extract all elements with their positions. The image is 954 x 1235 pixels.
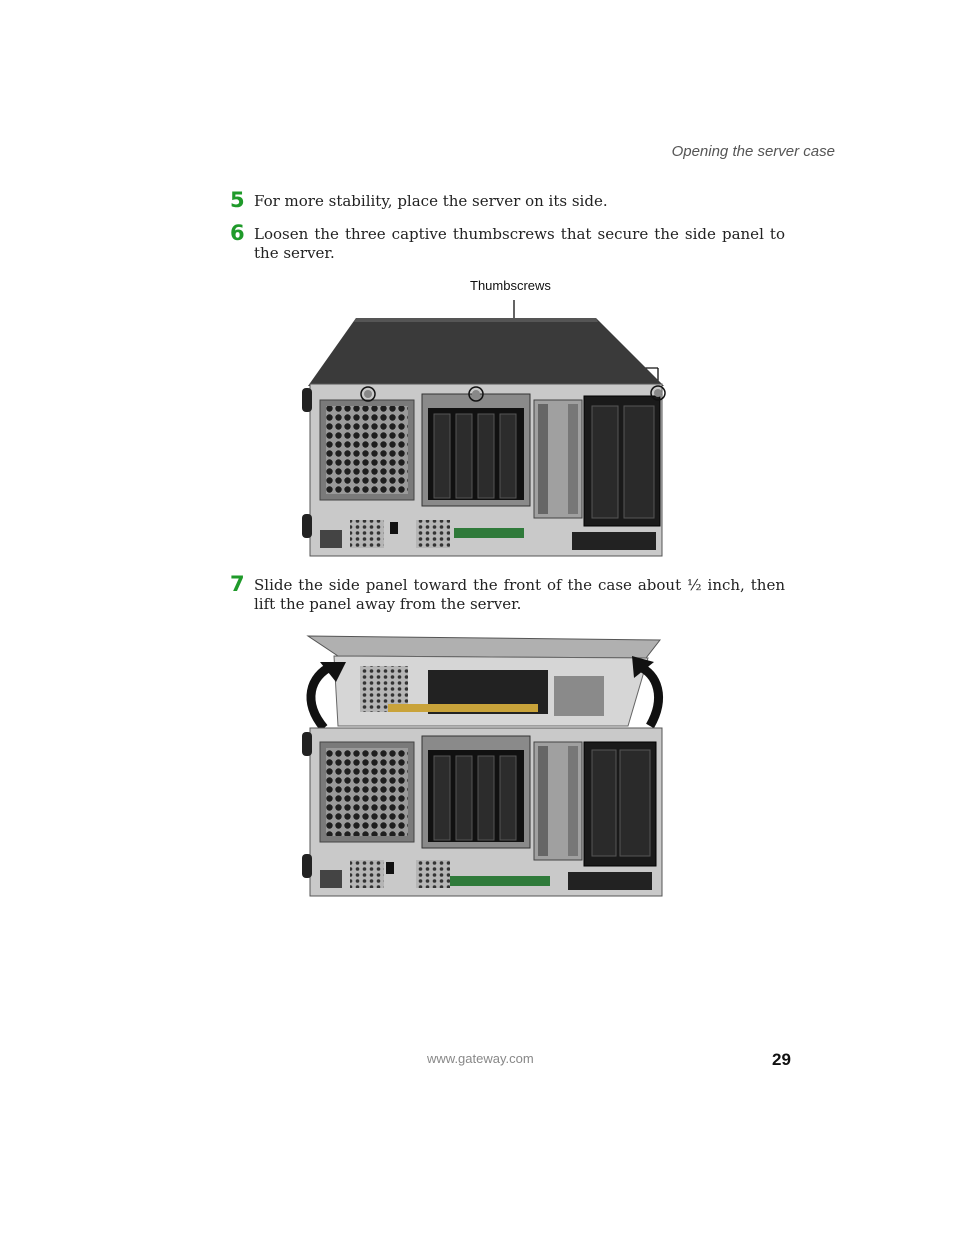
step-number: 5	[230, 188, 245, 212]
step-text: Slide the side panel toward the front of…	[254, 576, 785, 613]
thumbscrew-icon	[468, 386, 484, 402]
side-panel	[308, 318, 664, 386]
server-open-figure	[302, 635, 663, 897]
footer-url: www.gateway.com	[427, 1051, 534, 1066]
step-text: Loosen the three captive thumbscrews tha…	[254, 225, 785, 262]
running-head: Opening the server case	[671, 143, 835, 160]
lift-arrow-icon	[306, 661, 335, 731]
server-closed-figure	[302, 300, 666, 557]
step-number: 7	[230, 572, 245, 596]
step-text: For more stability, place the server on …	[254, 192, 608, 210]
thumbscrews-callout-label: Thumbscrews	[470, 278, 551, 293]
page-number: 29	[772, 1050, 791, 1069]
thumbscrew-icon	[360, 386, 376, 402]
thumbscrew-icon	[650, 385, 666, 401]
step-number: 6	[230, 221, 245, 245]
side-panel	[306, 635, 662, 659]
